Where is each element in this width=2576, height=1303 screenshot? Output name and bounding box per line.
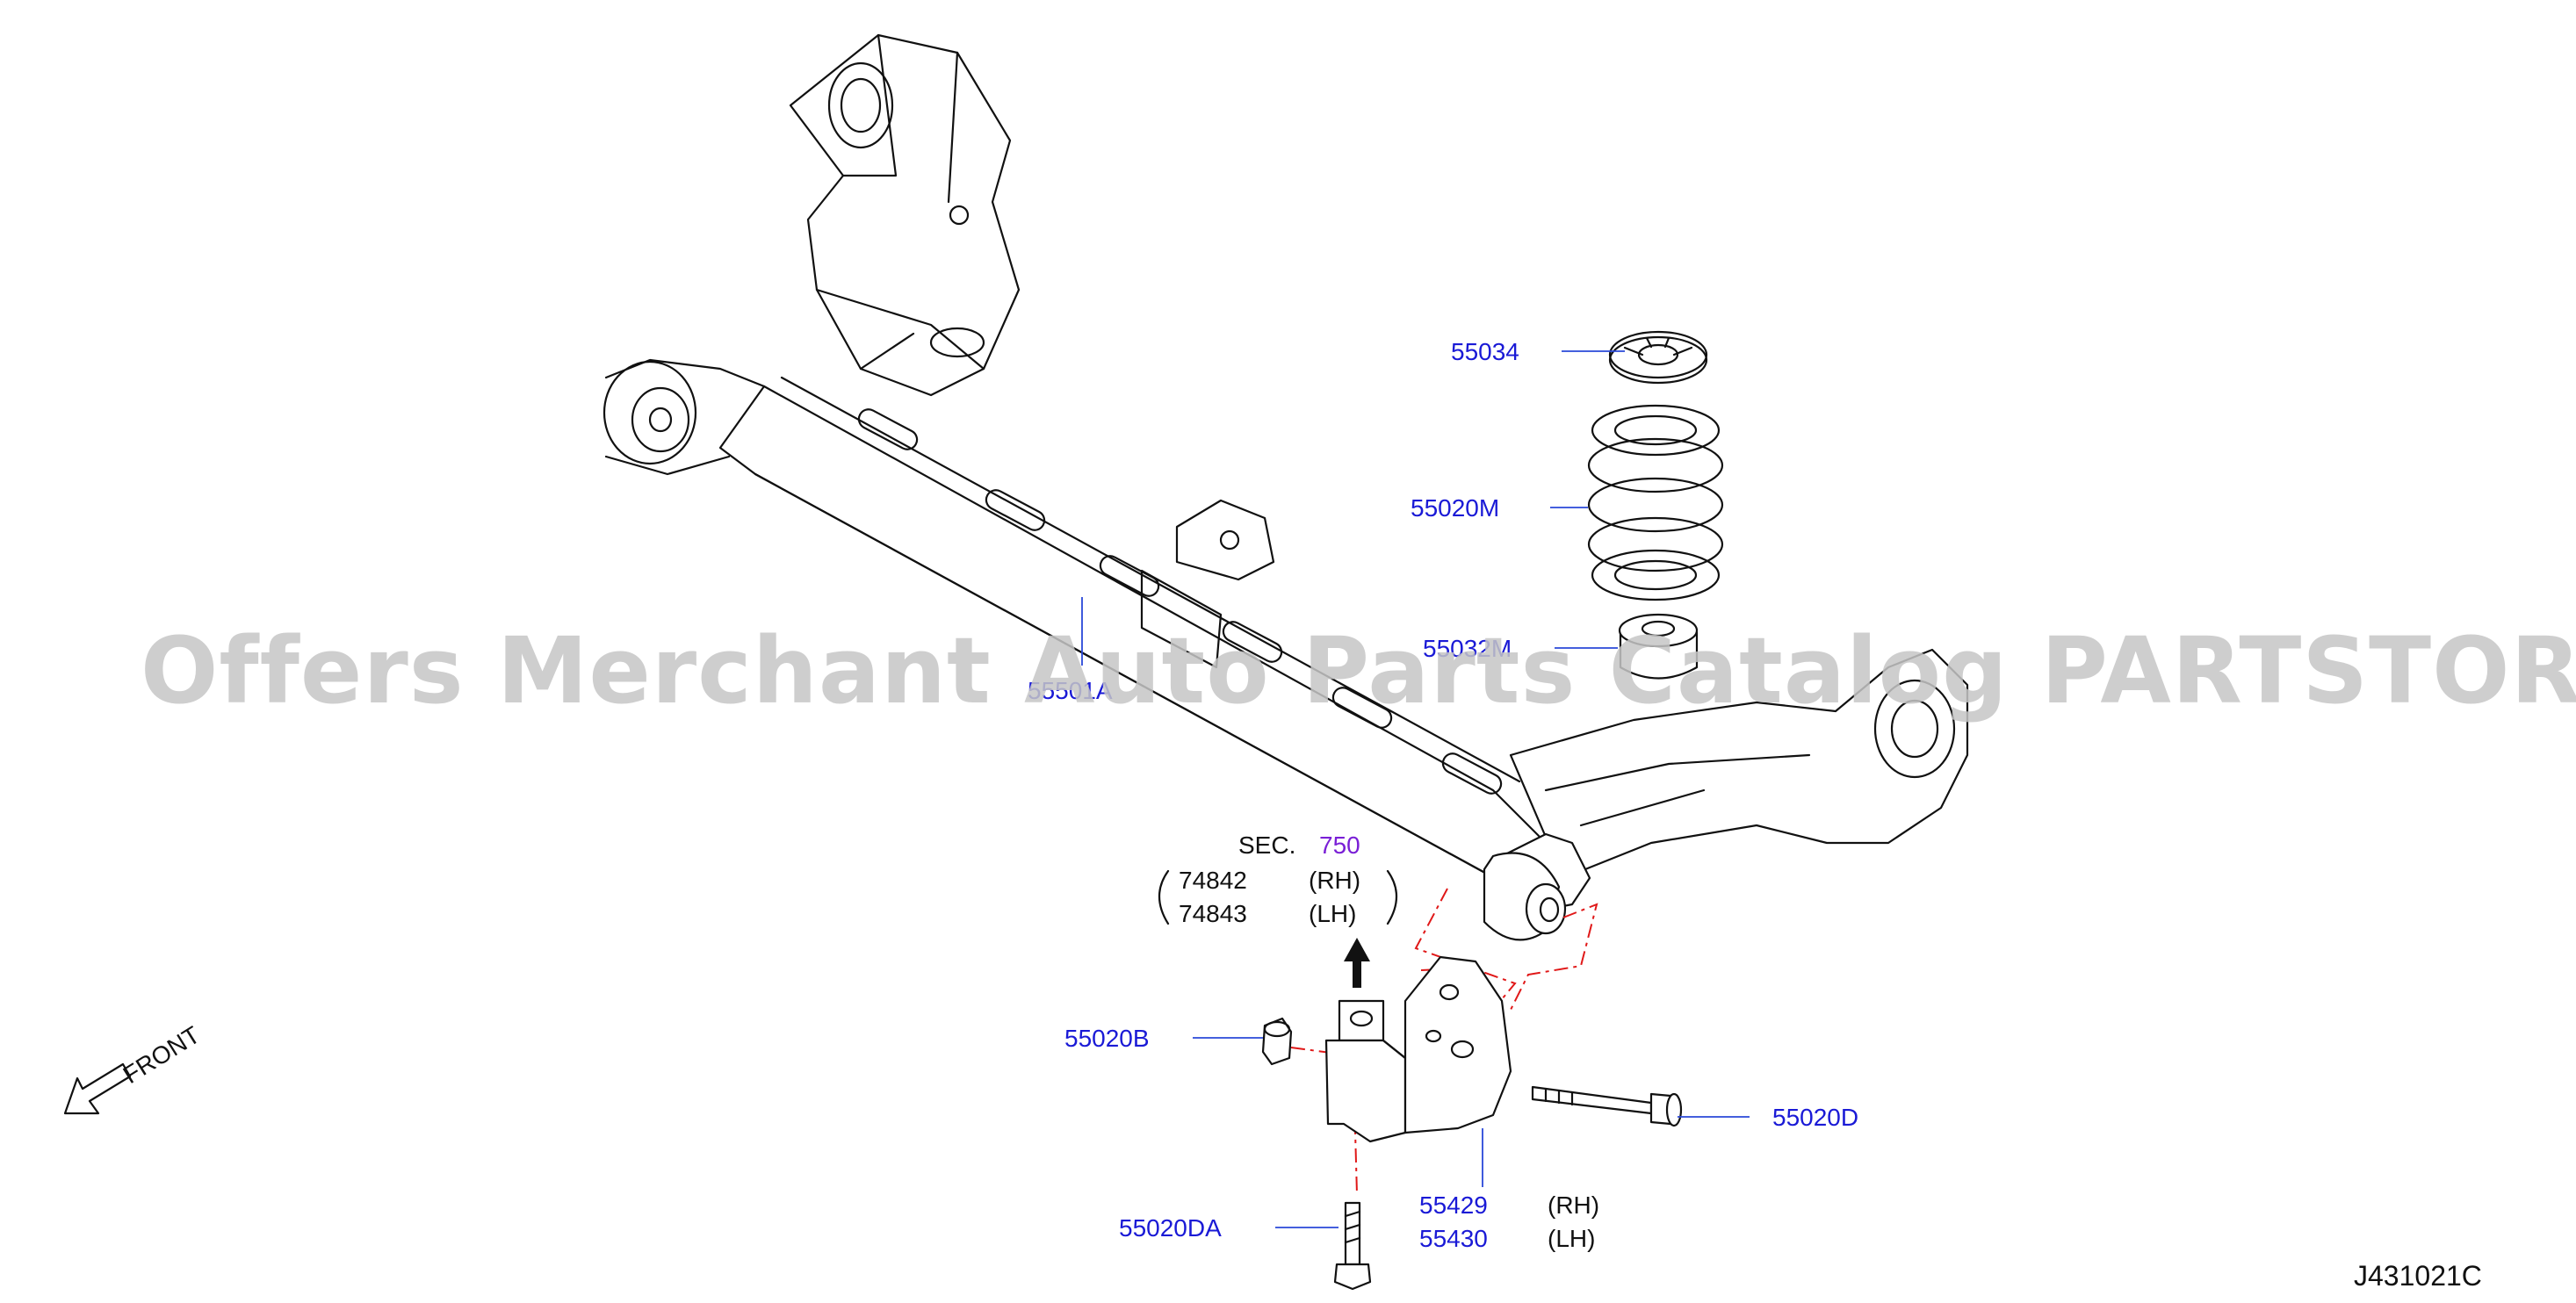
watermark: Offers Merchant Auto Parts Catalog PARTS… bbox=[141, 617, 2576, 724]
leader-lines bbox=[1081, 350, 1750, 1228]
front-arrow-icon bbox=[63, 1062, 132, 1115]
bolt-55020D[interactable] bbox=[1531, 1085, 1683, 1127]
bracket-55429-55430[interactable] bbox=[1324, 955, 1512, 1143]
bolt-55020DA[interactable] bbox=[1333, 1201, 1372, 1291]
left-bushing bbox=[603, 358, 766, 476]
label-55020B[interactable]: 55020B bbox=[1064, 1025, 1150, 1052]
label-55430-lh: (LH) bbox=[1548, 1225, 1595, 1252]
label-55034[interactable]: 55034 bbox=[1451, 338, 1519, 365]
diagram-code: J431021C bbox=[2354, 1260, 2482, 1292]
section-bracket bbox=[1158, 869, 1397, 925]
section-prefix: SEC. bbox=[1238, 831, 1295, 859]
spring-seat-55034[interactable] bbox=[1608, 330, 1708, 385]
section-rh: (RH) bbox=[1309, 867, 1360, 894]
label-55430[interactable]: 55430 bbox=[1419, 1225, 1488, 1252]
section-lh: (LH) bbox=[1309, 900, 1356, 927]
label-55429[interactable]: 55429 bbox=[1419, 1191, 1488, 1219]
rear-axle-beam[interactable] bbox=[603, 33, 1969, 915]
label-55501A[interactable]: 55501A bbox=[1028, 677, 1113, 704]
left-trailing-arm bbox=[789, 33, 1021, 397]
label-55020DA[interactable]: 55020DA bbox=[1119, 1214, 1222, 1242]
section-link-750[interactable]: 750 bbox=[1319, 831, 1360, 859]
coil-spring-55020M[interactable] bbox=[1587, 404, 1724, 601]
bump-seat-55032M[interactable] bbox=[1618, 613, 1699, 680]
front-label: FRONT bbox=[119, 1021, 205, 1089]
axle-bushing[interactable] bbox=[1483, 852, 1567, 941]
beam-slots bbox=[857, 408, 1503, 795]
section-part-lh: 74843 bbox=[1179, 900, 1247, 927]
label-55020M[interactable]: 55020M bbox=[1411, 494, 1499, 522]
label-55020D[interactable]: 55020D bbox=[1772, 1104, 1858, 1131]
label-55032M[interactable]: 55032M bbox=[1423, 635, 1512, 662]
right-trailing-arm bbox=[1509, 648, 1969, 880]
label-55429-rh: (RH) bbox=[1548, 1191, 1599, 1219]
up-arrow-icon bbox=[1344, 938, 1370, 988]
nut-55020B[interactable] bbox=[1261, 1017, 1293, 1066]
section-part-rh: 74842 bbox=[1179, 867, 1247, 894]
